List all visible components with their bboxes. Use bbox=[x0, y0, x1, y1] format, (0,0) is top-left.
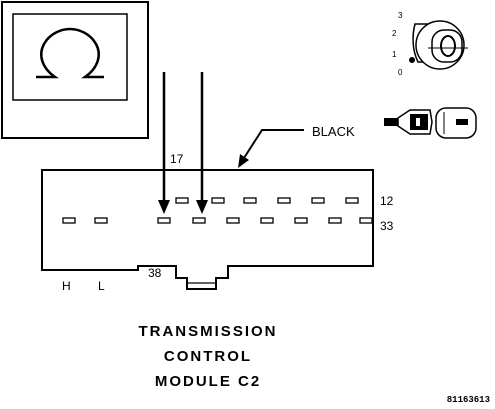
disconnected-connector-icon bbox=[384, 107, 477, 139]
ignition-position-0: 0 bbox=[398, 68, 403, 77]
ohm-symbol-icon bbox=[36, 27, 104, 79]
ignition-position-2: 2 bbox=[392, 29, 397, 38]
pin-17-label: 17 bbox=[170, 152, 184, 166]
figure-id: 81163613 bbox=[447, 395, 490, 405]
ignition-key-icon: 3 2 1 0 bbox=[392, 11, 468, 77]
test-leads bbox=[158, 72, 208, 214]
lower-pin-row bbox=[62, 217, 373, 224]
title-line-3: MODULE C2 bbox=[155, 373, 261, 390]
arrow-icon bbox=[196, 200, 208, 214]
title-line-2: CONTROL bbox=[164, 348, 252, 365]
connector-body bbox=[41, 169, 374, 290]
pin-12-label: 12 bbox=[380, 194, 394, 208]
meter-high-label: H bbox=[62, 279, 71, 293]
wire-color-label: BLACK bbox=[312, 124, 355, 139]
arrow-icon bbox=[158, 200, 170, 214]
ignition-position-3: 3 bbox=[398, 11, 403, 20]
title-line-1: TRANSMISSION bbox=[138, 323, 277, 340]
ohmmeter-icon bbox=[1, 1, 149, 139]
pin-38-label: 38 bbox=[148, 266, 162, 280]
meter-low-label: L bbox=[98, 279, 105, 293]
wire-color-leader bbox=[238, 129, 304, 168]
pin-33-label: 33 bbox=[380, 219, 394, 233]
ignition-position-1: 1 bbox=[392, 50, 397, 59]
upper-pin-row bbox=[175, 197, 359, 204]
